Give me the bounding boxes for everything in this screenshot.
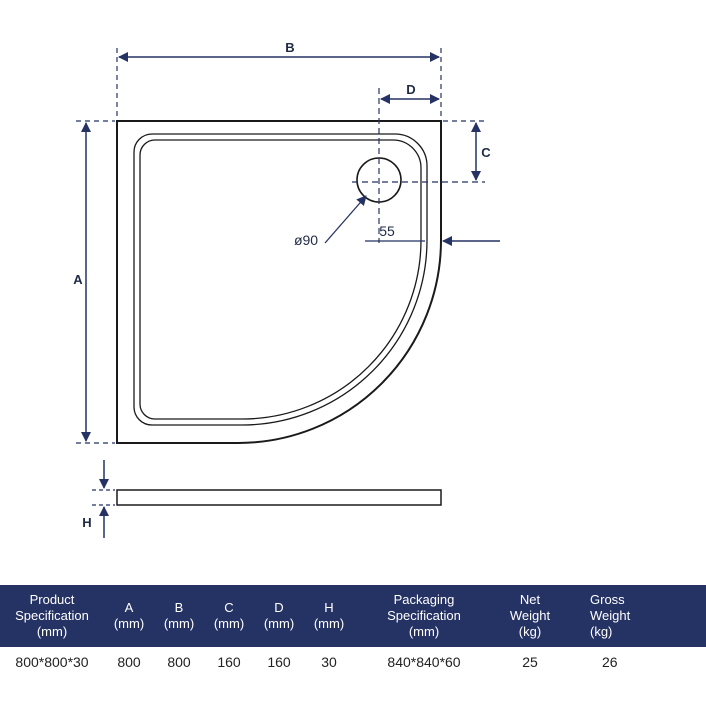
basin-outline-inner: [139, 139, 422, 420]
header-line: B: [174, 600, 184, 615]
header-gross-weight: Gross Weight (kg): [566, 585, 706, 647]
header-line: (mm): [213, 616, 245, 631]
header-line: Gross: [590, 592, 625, 607]
header-line: Specification: [387, 608, 461, 623]
header-line: Weight: [590, 608, 631, 623]
header-packaging-spec: Packaging Specification (mm): [354, 585, 494, 647]
header-line: C: [224, 600, 234, 615]
table-row: 800*800*30 800 800 160 160 30 840*840*60…: [0, 647, 706, 677]
header-line: Packaging: [393, 592, 455, 607]
dimension-label-b: B: [285, 40, 294, 55]
header-line: H: [324, 600, 334, 615]
waste-diameter-leader: [324, 195, 367, 244]
header-line: Weight: [509, 608, 551, 623]
header-line: (mm): [36, 624, 68, 639]
dimension-label-h: H: [82, 515, 91, 530]
shower-tray-drawing: B D C A ø90 55 H: [73, 40, 500, 538]
header-line: (mm): [408, 624, 440, 639]
header-line: A: [124, 600, 134, 615]
header-line: Specification: [15, 608, 89, 623]
header-line: (mm): [113, 616, 145, 631]
header-d: D (mm): [254, 585, 304, 647]
header-line: (kg): [518, 624, 542, 639]
header-line: (mm): [163, 616, 195, 631]
cell-net-weight: 25: [522, 654, 538, 670]
dimension-label-d: D: [406, 82, 415, 97]
tray-side-view: [116, 489, 442, 506]
cell-b: 800: [167, 654, 191, 670]
header-c: C (mm): [204, 585, 254, 647]
spec-table: Product Specification (mm) A (mm) B (mm)…: [0, 585, 706, 677]
cell-c: 160: [217, 654, 241, 670]
header-h: H (mm): [304, 585, 354, 647]
cell-packaging-spec: 840*840*60: [387, 654, 461, 670]
dimension-label-a: A: [73, 272, 83, 287]
spec-table-header-row: Product Specification (mm) A (mm) B (mm)…: [0, 585, 706, 647]
dimension-label-c: C: [481, 145, 491, 160]
cell-product-spec: 800*800*30: [15, 654, 89, 670]
edge-offset-label: 55: [379, 223, 395, 239]
basin-outline-outer: [133, 133, 428, 426]
header-product-spec: Product Specification (mm): [0, 585, 104, 647]
header-line: Product: [29, 592, 75, 607]
cell-gross-weight: 26: [602, 654, 618, 670]
header-line: (mm): [313, 616, 345, 631]
header-b: B (mm): [154, 585, 204, 647]
cell-a: 800: [117, 654, 141, 670]
cell-d: 160: [267, 654, 291, 670]
waste-diameter-label: ø90: [294, 232, 318, 248]
cell-h: 30: [321, 654, 337, 670]
header-line: Net: [519, 592, 541, 607]
header-line: (kg): [590, 624, 613, 639]
header-line: (mm): [263, 616, 295, 631]
header-line: D: [274, 600, 284, 615]
header-net-weight: Net Weight (kg): [494, 585, 566, 647]
header-a: A (mm): [104, 585, 154, 647]
